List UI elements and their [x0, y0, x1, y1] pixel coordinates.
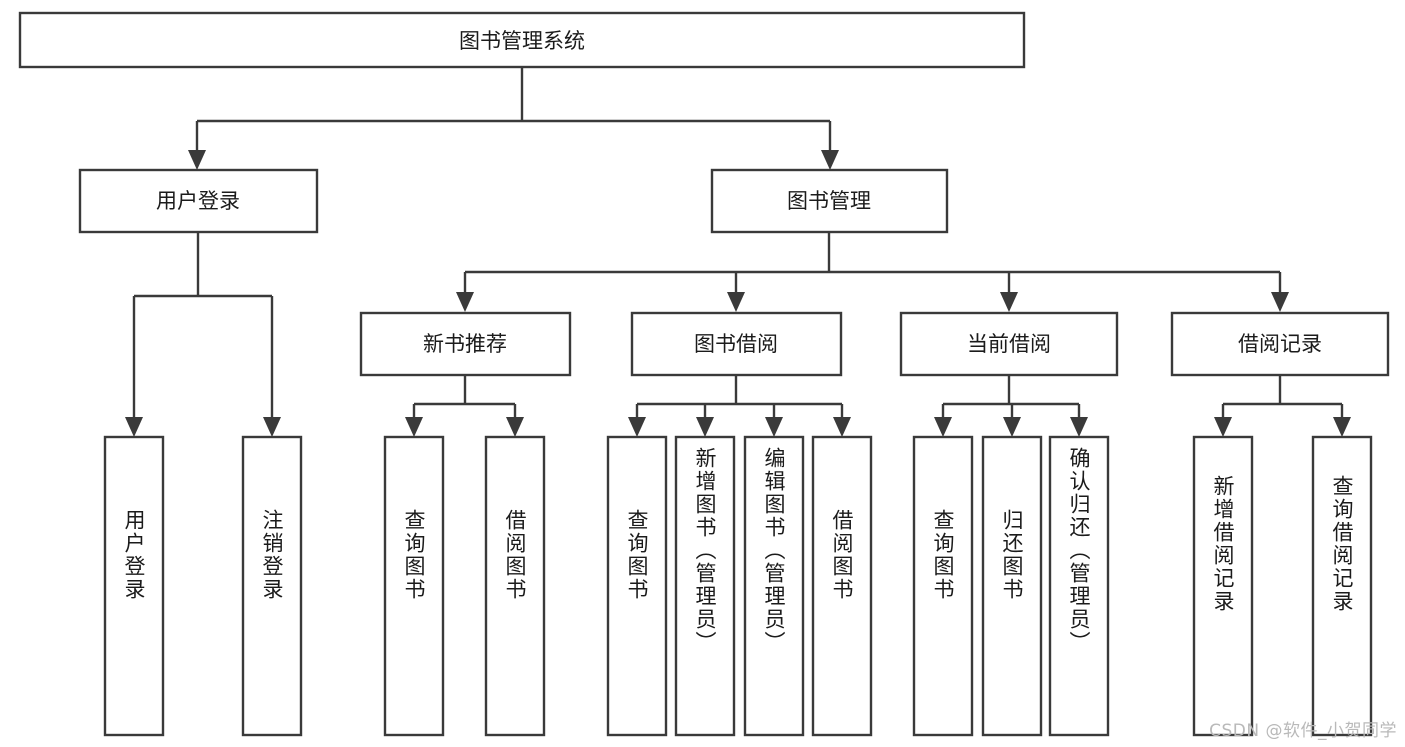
connector-group-current-to-leaves	[934, 375, 1088, 437]
node-borrow-records[interactable]: 借阅记录	[1170, 311, 1390, 377]
leaf-box-add-record	[1192, 435, 1254, 737]
connector-group-records-to-leaves	[1214, 375, 1351, 437]
node-new-book-recommend-label: 新书推荐	[423, 332, 507, 356]
connector-group-borrow-to-leaves	[628, 375, 851, 437]
node-new-book-recommend[interactable]: 新书推荐	[359, 311, 572, 377]
node-book-management-label: 图书管理	[787, 189, 871, 213]
leaf-box-borrow-book-2	[811, 435, 873, 737]
leaf-box-user-login	[103, 435, 165, 737]
connector-group-userlogin-to-leaves	[125, 232, 281, 437]
node-book-borrow-label: 图书借阅	[694, 332, 778, 356]
node-book-management[interactable]: 图书管理	[710, 168, 949, 234]
leaf-box-borrow-book-1	[484, 435, 546, 737]
node-book-borrow[interactable]: 图书借阅	[630, 311, 843, 377]
node-root-label: 图书管理系统	[459, 29, 585, 53]
leaf-box-query-book-2	[606, 435, 668, 737]
connector-group-root-to-level2	[188, 67, 839, 170]
node-current-borrow-label: 当前借阅	[967, 332, 1051, 356]
connector-group-bookmgmt-to-level3	[456, 232, 1289, 312]
leaf-box-add-book	[674, 435, 736, 737]
leaf-boxes	[103, 435, 1373, 737]
leaf-box-edit-book	[743, 435, 805, 737]
node-borrow-records-label: 借阅记录	[1238, 332, 1322, 356]
node-current-borrow[interactable]: 当前借阅	[899, 311, 1119, 377]
connector-group-newbook-to-leaves	[405, 375, 524, 437]
node-user-login[interactable]: 用户登录	[78, 168, 319, 234]
leaf-box-query-book-3	[912, 435, 974, 737]
leaf-box-logout	[241, 435, 303, 737]
watermark-text: CSDN @软件_小贺同学	[1209, 721, 1397, 741]
leaf-box-query-record	[1311, 435, 1373, 737]
node-root[interactable]: 图书管理系统	[18, 11, 1026, 69]
leaf-box-return-book	[981, 435, 1043, 737]
leaf-box-confirm-return	[1048, 435, 1110, 737]
leaf-box-query-book-1	[383, 435, 445, 737]
node-user-login-label: 用户登录	[156, 189, 240, 213]
